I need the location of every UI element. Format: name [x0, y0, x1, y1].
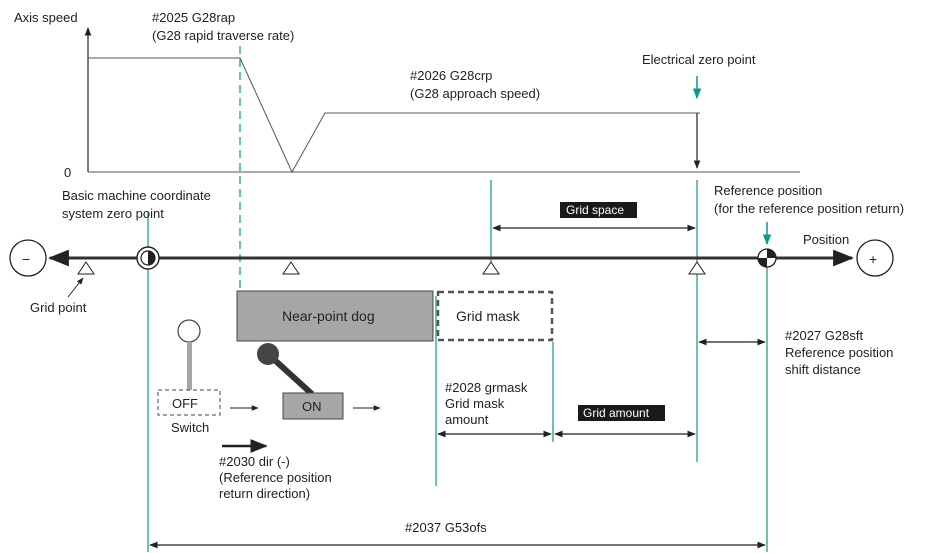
approach-param-label: #2026 G28crp — [410, 68, 492, 83]
sft-param-label: #2027 G28sft — [785, 328, 863, 343]
grid-point-triangle — [688, 261, 706, 275]
sft-desc-label-1: Reference position — [785, 345, 893, 360]
rapid-desc-label: (G28 rapid traverse rate) — [152, 28, 294, 43]
switch-knob-on — [257, 343, 279, 365]
basic-zero-symbol-half — [148, 251, 155, 265]
axis-speed-label: Axis speed — [14, 10, 78, 25]
grid-point-label: Grid point — [30, 300, 87, 315]
grid-point-triangle — [482, 261, 500, 275]
switch-off-label: OFF — [172, 396, 198, 411]
switch-knob-off — [177, 319, 201, 343]
zero-speed-label: 0 — [64, 165, 71, 180]
grid-amount-label-bg — [578, 405, 665, 421]
grid-amount-label: Grid amount — [583, 406, 650, 420]
switch-on-box — [282, 392, 344, 420]
basic-zero-label-1: Basic machine coordinate — [62, 188, 211, 203]
grid-mask-label: Grid mask — [456, 308, 521, 324]
plus-circle — [856, 239, 894, 277]
grmask-desc-label-1: Grid mask — [445, 396, 505, 411]
switch-off-box — [157, 389, 221, 416]
position-label: Position — [803, 232, 849, 247]
g53ofs-label: #2037 G53ofs — [405, 520, 487, 535]
switch-stem-off — [187, 342, 192, 390]
reference-position-symbol-quarter-b — [758, 258, 767, 267]
grmask-desc-label-2: amount — [445, 412, 489, 427]
grid-point-triangle — [282, 261, 300, 275]
near-point-dog-label: Near-point dog — [282, 308, 375, 324]
dir-param-label: #2030 dir (-) — [219, 454, 290, 469]
rapid-param-label: #2025 G28rap — [152, 10, 235, 25]
grid-space-label: Grid space — [566, 203, 624, 217]
minus-circle — [9, 239, 47, 277]
reference-position-symbol-quarter-a — [767, 249, 776, 258]
sft-desc-label-2: shift distance — [785, 362, 861, 377]
near-point-dog — [236, 290, 434, 342]
reference-position-label-2: (for the reference position return) — [714, 201, 904, 216]
grid-point-triangle — [77, 261, 95, 275]
reference-position-label-1: Reference position — [714, 183, 822, 198]
switch-on-label: ON — [302, 399, 322, 414]
grid-point-leader — [67, 277, 84, 298]
dir-desc-label-2: return direction) — [219, 486, 310, 501]
dir-desc-label-1: (Reference position — [219, 470, 332, 485]
plus-symbol: + — [869, 251, 877, 267]
approach-desc-label: (G28 approach speed) — [410, 86, 540, 101]
grmask-param-label: #2028 grmask — [445, 380, 528, 395]
switch-caption: Switch — [171, 420, 209, 435]
electrical-zero-label: Electrical zero point — [642, 52, 756, 67]
speed-profile-line — [88, 57, 700, 174]
grid-space-label-bg — [560, 202, 637, 218]
grid-mask-box — [436, 290, 554, 342]
basic-zero-label-2: system zero point — [62, 206, 164, 221]
minus-symbol: − — [22, 251, 30, 267]
